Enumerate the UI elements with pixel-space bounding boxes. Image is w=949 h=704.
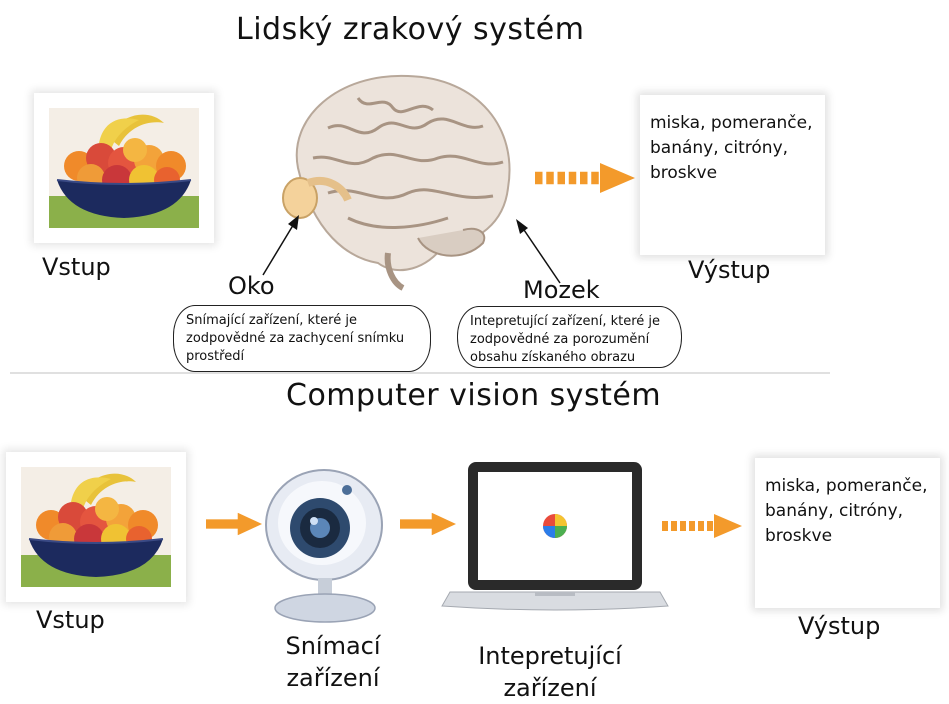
eye-label: Oko (228, 272, 275, 300)
brain-label: Mozek (523, 276, 600, 304)
top-output-arrow (535, 163, 635, 193)
top-output-label: Výstup (688, 256, 771, 284)
fruit-bowl-image (21, 467, 171, 587)
brain-callout: Intepretující zařízení, které je zodpově… (457, 306, 682, 368)
fruit-bowl-image (49, 108, 199, 228)
bottom-input-photo-frame (6, 452, 186, 602)
bottom-output-text: miska, pomeranče, banány, citróny, brosk… (765, 476, 928, 546)
eye-callout: Snímající zařízení, které je zodpovědné … (173, 305, 431, 372)
top-input-label: Vstup (42, 253, 111, 281)
top-title: Lidský zrakový systém (236, 12, 585, 47)
bottom-output-label: Výstup (798, 612, 881, 640)
eye-pointer-arrow (262, 215, 299, 276)
section-divider (10, 372, 830, 374)
webcam-image (265, 469, 383, 623)
bottom-title: Computer vision systém (286, 378, 662, 413)
input-to-camera-arrow (206, 512, 262, 536)
bottom-output-box: miska, pomeranče, banány, citróny, brosk… (755, 458, 940, 608)
brain-image (282, 74, 511, 291)
top-input-photo-frame (34, 93, 214, 243)
camera-label: Snímací zařízení (285, 632, 381, 692)
top-output-text: miska, pomeranče, banány, citróny, brosk… (650, 113, 813, 183)
bottom-output-arrow (662, 514, 742, 538)
brain-pointer-arrow (516, 219, 561, 284)
top-output-box: miska, pomeranče, banány, citróny, brosk… (640, 95, 825, 255)
laptop-image (441, 462, 669, 611)
laptop-label: Intepretující zařízení (478, 642, 622, 702)
bottom-input-label: Vstup (36, 606, 105, 634)
